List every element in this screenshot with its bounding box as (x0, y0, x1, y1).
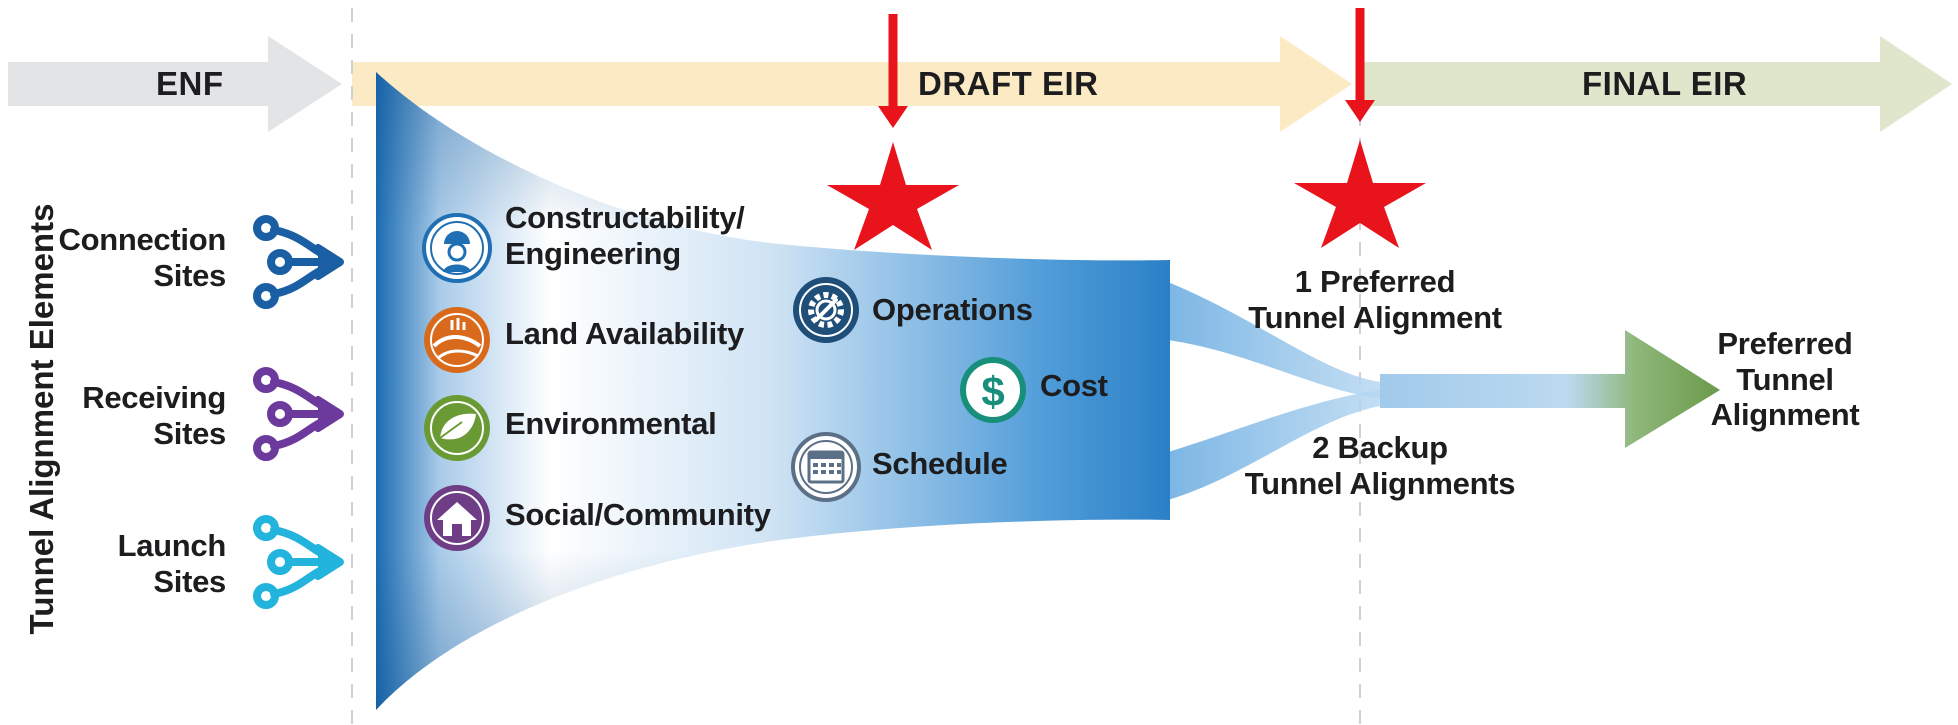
criterion-constructability: Constructability/ Engineering (505, 200, 745, 271)
enf-label: ENF (156, 65, 224, 102)
launch-sites-label: Launch Sites (40, 528, 227, 599)
criterion-environmental: Environmental (505, 406, 717, 441)
draft-eir-label: DRAFT EIR (918, 65, 1099, 102)
leaf-icon (424, 395, 490, 461)
criterion-cost: Cost (1040, 368, 1108, 403)
dollar-icon: $ (960, 357, 1026, 423)
receiving-sites-line1: Receiving (82, 380, 226, 415)
criterion-schedule: Schedule (872, 446, 1008, 481)
house-icon (424, 485, 490, 551)
backup-alignments-line2: Tunnel Alignments (1244, 465, 1516, 501)
criterion-social-community: Social/Community (505, 497, 771, 532)
connection-sites-line1: Connection (58, 222, 227, 257)
launch-sites-icon (253, 515, 344, 609)
final-eir-label: FINAL EIR (1582, 65, 1748, 102)
connection-sites-label: Connection Sites (40, 222, 227, 293)
backup-branch (1168, 390, 1380, 500)
final-preferred-line1: Preferred (1717, 326, 1853, 361)
calendar-icon (791, 432, 861, 502)
final-milestone-star (1294, 140, 1426, 248)
preferred-output-arrow (1380, 330, 1720, 448)
svg-text:$: $ (981, 368, 1004, 415)
launch-sites-line1: Launch (117, 528, 227, 563)
receiving-sites-line2: Sites (153, 415, 226, 451)
criterion-constructability-line2: Engineering (505, 235, 681, 271)
criterion-operations: Operations (872, 292, 1033, 327)
enf-phase-arrow (8, 36, 342, 132)
engineer-icon (422, 213, 492, 283)
criterion-land-availability: Land Availability (505, 316, 744, 351)
final-preferred-alignment-label: Preferred Tunnel Alignment (1690, 326, 1880, 433)
draft-milestone-star (827, 142, 959, 250)
launch-sites-line2: Sites (153, 563, 226, 599)
preferred-alignment-line2: Tunnel Alignment (1248, 299, 1502, 335)
receiving-sites-icon (253, 367, 344, 461)
backup-alignments-line1: 2 Backup (1312, 430, 1448, 465)
preferred-branch (1168, 282, 1380, 398)
backup-alignments-label: 2 Backup Tunnel Alignments (1240, 430, 1520, 501)
connection-sites-line2: Sites (153, 257, 226, 293)
land-icon (424, 307, 490, 373)
connection-sites-icon (253, 215, 344, 309)
gear-wrench-icon (793, 277, 859, 343)
preferred-alignment-label: 1 Preferred Tunnel Alignment (1235, 264, 1515, 335)
preferred-alignment-line1: 1 Preferred (1294, 264, 1456, 299)
final-preferred-line3: Alignment (1710, 397, 1860, 433)
criterion-constructability-line1: Constructability/ (505, 200, 745, 235)
draft-eir-phase-arrow (352, 36, 1352, 132)
final-eir-phase-arrow (1362, 36, 1952, 132)
final-preferred-line2: Tunnel (1736, 361, 1834, 397)
receiving-sites-label: Receiving Sites (40, 380, 226, 451)
